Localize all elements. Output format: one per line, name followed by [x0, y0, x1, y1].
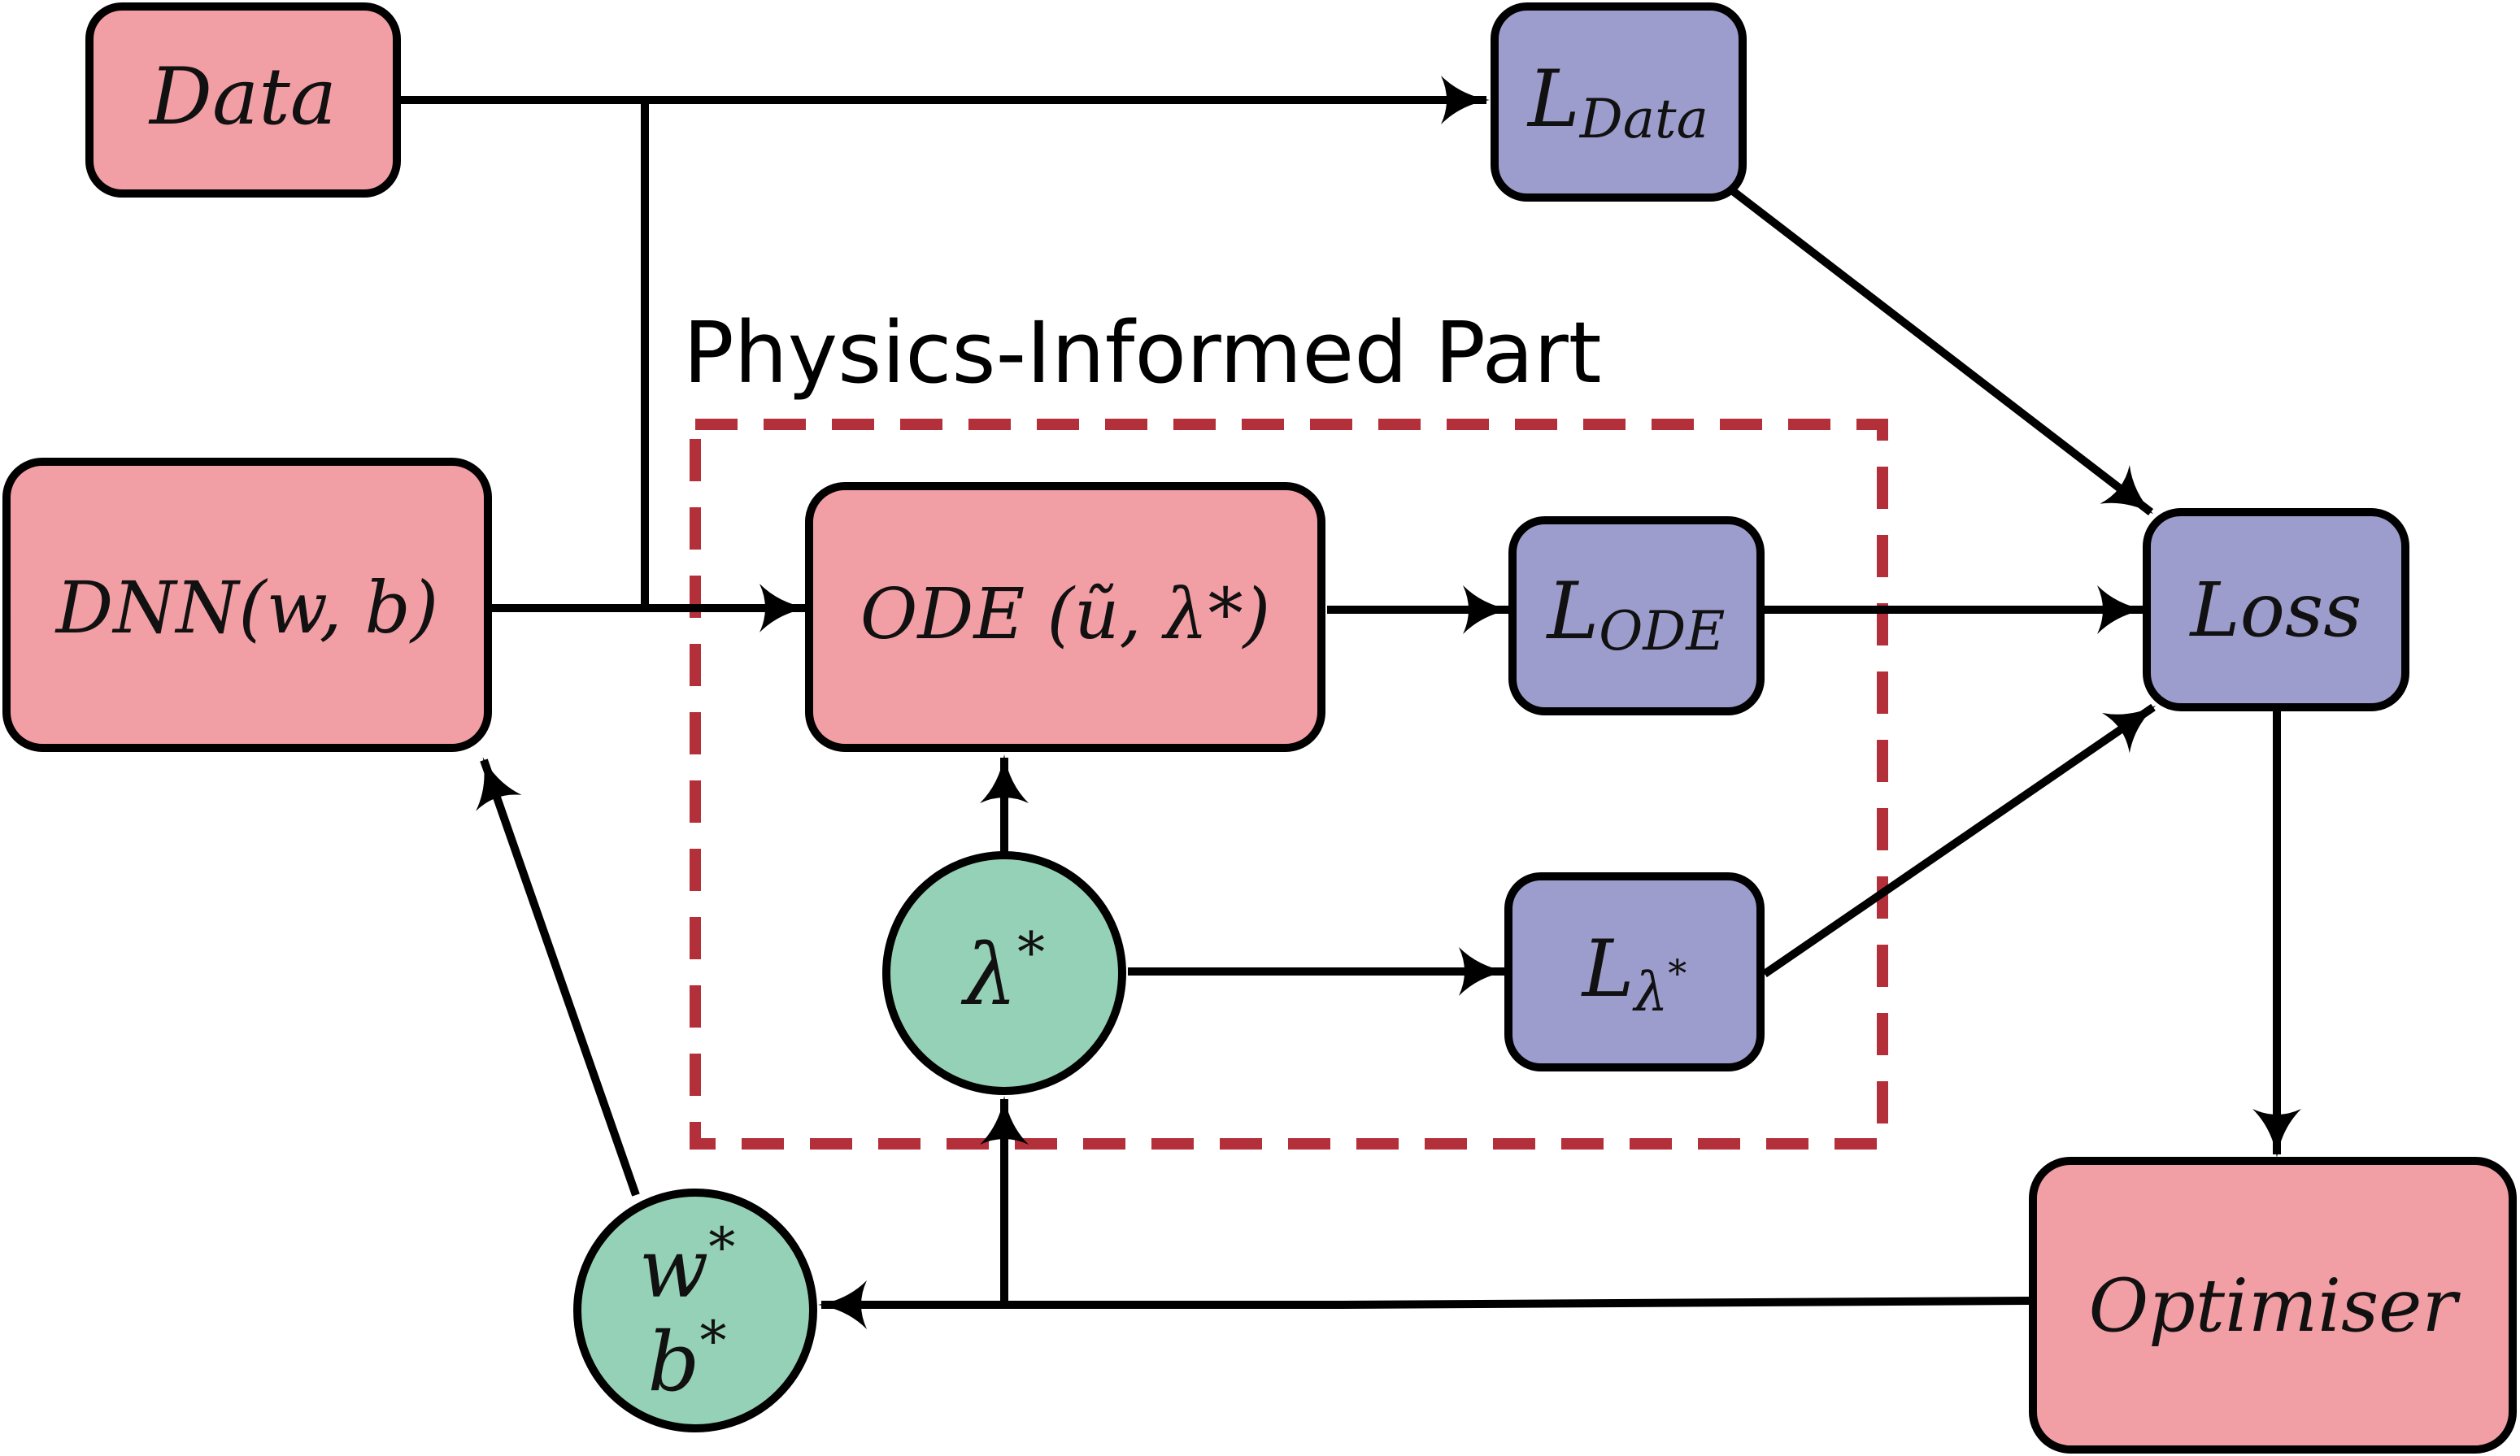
- optimiser-label: Optimiser: [2089, 1263, 2461, 1349]
- edge-optimiser-to-wb: [818, 1280, 2030, 1329]
- connectors: [397, 76, 2301, 1329]
- physics-informed-region: [690, 419, 1888, 1150]
- b-star-label: b*: [647, 1310, 726, 1410]
- lambda-label: λ*: [960, 921, 1045, 1024]
- edge-ldata-to-loss: [1719, 180, 2154, 515]
- wb-node: w* b*: [573, 1189, 817, 1432]
- lambda-node: λ*: [882, 851, 1126, 1095]
- l-ode-node: LODE: [1508, 516, 1765, 715]
- ode-node: ODE (ũ, λ*): [805, 482, 1325, 752]
- loss-node: Loss: [2143, 508, 2409, 711]
- l-ode-label: LODE: [1546, 566, 1726, 663]
- dnn-label: DNN(w, b): [54, 566, 438, 650]
- edge-wb-to-dnn: [476, 757, 640, 1197]
- l-data-label: LData: [1526, 54, 1708, 150]
- data-node: Data: [85, 2, 401, 198]
- edge-llambda-to-loss: [1762, 703, 2157, 978]
- optimiser-node: Optimiser: [2029, 1157, 2517, 1454]
- dnn-node: DNN(w, b): [2, 458, 492, 752]
- w-star-label: w*: [639, 1216, 736, 1316]
- l-lambda-label: Lλ*: [1581, 924, 1687, 1024]
- ode-label: ODE (ũ, λ*): [860, 574, 1270, 655]
- l-data-node: LData: [1491, 2, 1747, 202]
- loss-label: Loss: [2189, 567, 2362, 654]
- physics-informed-label: Physics-Informed Part: [683, 303, 1602, 402]
- l-lambda-node: Lλ*: [1504, 872, 1765, 1071]
- data-label: Data: [148, 51, 337, 142]
